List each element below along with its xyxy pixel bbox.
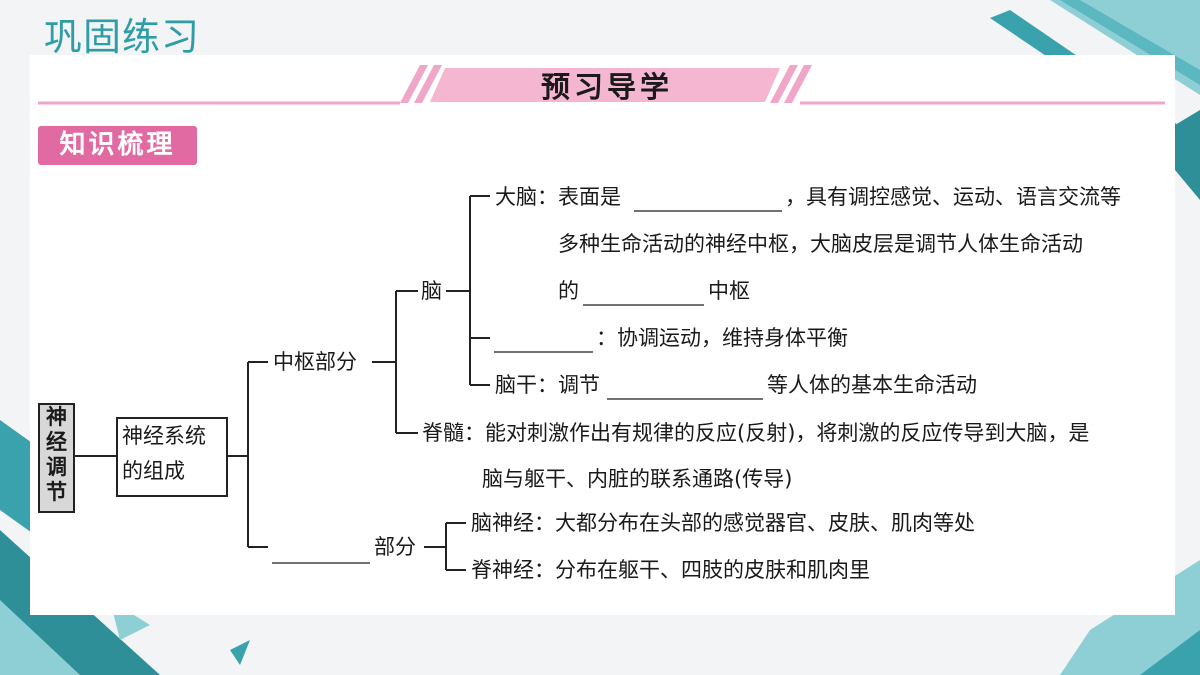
central-part-label: 中枢部分 (273, 350, 357, 374)
cerebellum-text: ：协调运动，维持身体平衡 (596, 326, 848, 350)
root-node-box (38, 403, 75, 513)
composition-node-label: 神经系统的组成 (122, 424, 206, 483)
cerebrum-line3-prefix: 的 (558, 279, 579, 303)
spinal-cord-line1: 脊髓：能对刺激作出有规律的反应(反射)，将刺激的反应传导到大脑，是 (422, 421, 1090, 445)
spinal-cord-line2: 脑与躯干、内脏的联系通路(传导) (482, 467, 793, 491)
content-card (30, 55, 1175, 615)
peripheral-part-label: 部分 (374, 535, 416, 559)
cerebrum-prefix: 大脑：表面是 (495, 185, 621, 209)
composition-node-box (116, 417, 228, 497)
banner-label: 预习导学 (540, 70, 673, 104)
brainstem-prefix: 脑干：调节 (495, 373, 600, 397)
section-tag: 知识梳理 (38, 126, 197, 165)
brain-label: 脑 (421, 279, 442, 303)
root-node-label: 神经调节 (46, 405, 67, 504)
banner-ribbon (430, 68, 780, 102)
slide-title: 巩固练习 (44, 15, 201, 59)
spinal-nerves-text: 脊神经：分布在躯干、四肢的皮肤和肌肉里 (471, 558, 870, 582)
cranial-nerves-text: 脑神经：大都分布在头部的感觉器官、皮肤、肌肉等处 (471, 511, 975, 535)
brainstem-suffix: 等人体的基本生命活动 (767, 373, 977, 397)
cerebrum-suffix: ，具有调控感觉、运动、语言交流等 (785, 185, 1121, 209)
cerebrum-line3-suffix: 中枢 (708, 279, 750, 303)
cerebrum-line2: 多种生命活动的神经中枢，大脑皮层是调节人体生命活动 (558, 232, 1083, 256)
